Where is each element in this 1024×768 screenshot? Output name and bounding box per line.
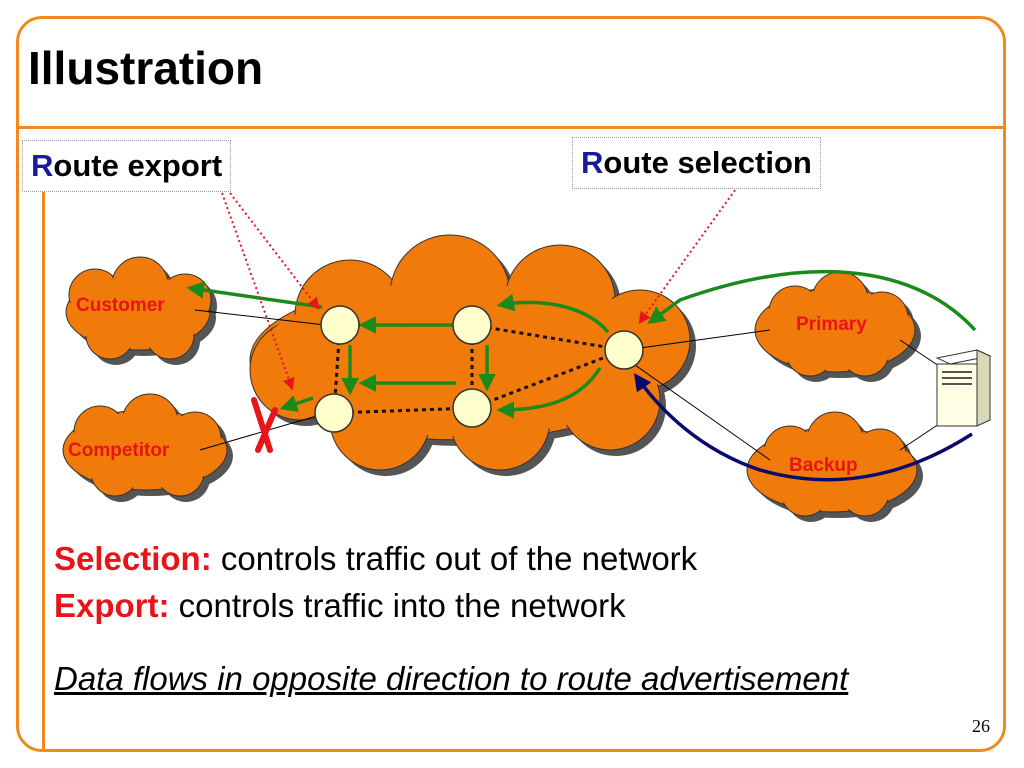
- title-divider: [16, 126, 1006, 129]
- slide-title: Illustration: [28, 42, 264, 94]
- router: [604, 330, 644, 370]
- router: [452, 388, 492, 428]
- left-accent-bar: [42, 150, 45, 750]
- primary-cloud: [754, 271, 921, 382]
- route-export-label: Route export: [22, 140, 232, 192]
- export-definition: Export: controls traffic into the networ…: [54, 587, 626, 624]
- data-flow-note: Data flows in opposite direction to rout…: [54, 660, 849, 697]
- page-number: 26: [972, 716, 990, 736]
- label-pointers: [221, 185, 739, 391]
- routers: [314, 305, 644, 433]
- red-x-icon: [251, 397, 278, 453]
- route-selection-label: Route selection: [572, 137, 821, 189]
- customer-cloud: [65, 256, 217, 365]
- backup-cloud: [746, 411, 923, 522]
- slide-frame: [16, 16, 1006, 752]
- competitor-label: Competitor: [68, 440, 170, 461]
- selection-definition: Selection: controls traffic out of the n…: [54, 540, 698, 577]
- route-advertisements: [186, 269, 977, 419]
- backup-label: Backup: [789, 455, 858, 476]
- competitor-cloud: [62, 393, 233, 502]
- data-flow-arrow: [633, 373, 973, 482]
- router: [452, 305, 492, 345]
- router: [320, 305, 360, 345]
- server-icon: [935, 349, 992, 427]
- primary-label: Primary: [796, 314, 867, 335]
- router: [314, 393, 354, 433]
- customer-label: Customer: [76, 295, 165, 316]
